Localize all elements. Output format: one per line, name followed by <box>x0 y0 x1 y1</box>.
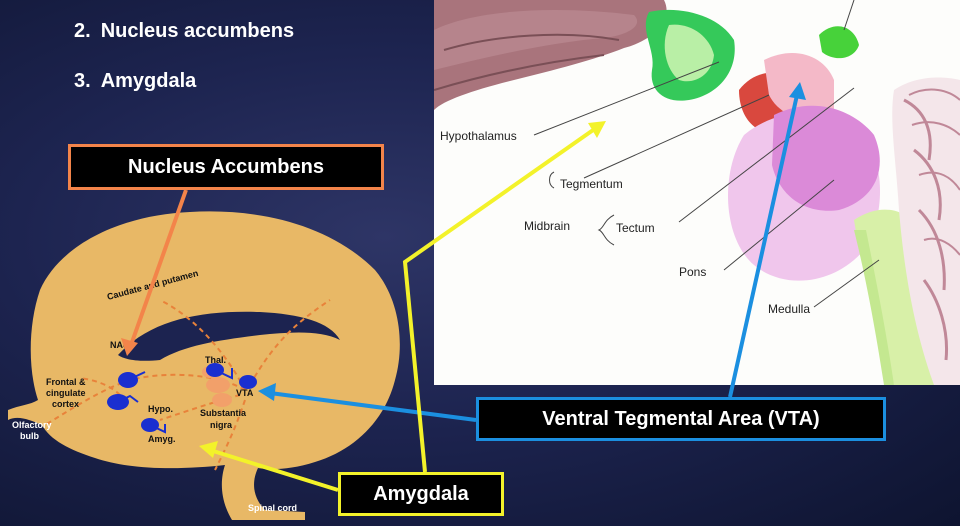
spinal-cord-label: Spinal cord <box>248 503 297 513</box>
vta-callout: Ventral Tegmental Area (VTA) <box>476 397 886 441</box>
hypo-label: Hypo. <box>148 404 173 414</box>
substantia-label-2: nigra <box>210 420 233 430</box>
frontal-label-1: Frontal & <box>46 377 86 387</box>
vta-label: VTA <box>236 388 254 398</box>
thal-label: Thal. <box>205 355 226 365</box>
vta-arrow-2 <box>730 82 806 397</box>
vta-neuron <box>239 375 257 389</box>
frontal-label-3: cortex <box>52 399 79 409</box>
olfactory-label-1: Olfactory <box>12 420 52 430</box>
frontal-label-2: cingulate <box>46 388 86 398</box>
olfactory-label-2: bulb <box>20 431 39 441</box>
amyg-label: Amyg. <box>148 434 176 444</box>
substantia-label-1: Substantia <box>200 408 247 418</box>
nucleus-accumbens-callout: Nucleus Accumbens <box>68 144 384 190</box>
amygdala-callout: Amygdala <box>338 472 504 516</box>
